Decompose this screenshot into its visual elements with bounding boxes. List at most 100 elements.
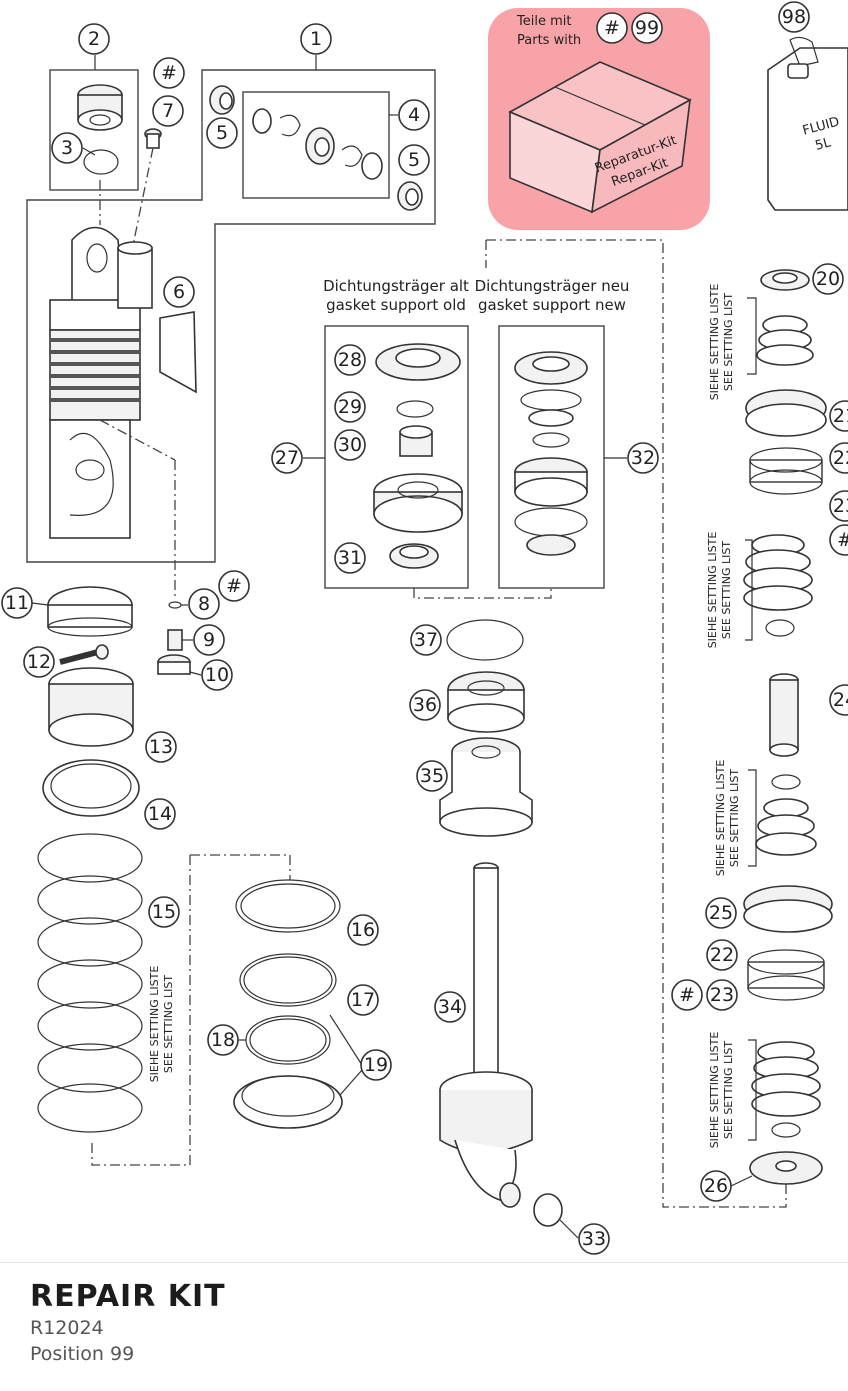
callout-26[interactable]: 26 xyxy=(700,1170,732,1202)
callout-34[interactable]: 34 xyxy=(434,991,466,1023)
clamp-11[interactable] xyxy=(47,586,133,637)
callout-20[interactable]: 20 xyxy=(812,263,844,295)
svg-text:8: 8 xyxy=(198,593,210,615)
callout-hash-8[interactable]: # xyxy=(218,570,250,602)
o-ring-3[interactable] xyxy=(83,149,119,175)
callout-33[interactable]: 33 xyxy=(578,1223,610,1255)
svg-text:28: 28 xyxy=(338,349,362,371)
callout-hash-7[interactable]: # xyxy=(153,57,185,89)
circlip-37[interactable] xyxy=(446,619,524,661)
heat-shield-6[interactable] xyxy=(159,311,197,394)
callout-99[interactable]: 99 xyxy=(631,12,663,44)
callout-10[interactable]: 10 xyxy=(201,659,233,691)
valve-9[interactable] xyxy=(167,629,183,651)
bushing-5-left[interactable] xyxy=(209,85,235,115)
bearing-set[interactable] xyxy=(252,108,383,180)
gasket-support-28[interactable] xyxy=(375,343,461,381)
bushing-33[interactable] xyxy=(499,1182,563,1227)
callout-22[interactable]: 22 xyxy=(829,442,848,474)
washer-26[interactable] xyxy=(749,1151,823,1185)
svg-text:6: 6 xyxy=(173,281,185,303)
callout-25[interactable]: 25 xyxy=(705,897,737,929)
callout-31[interactable]: 31 xyxy=(334,542,366,574)
callout-3[interactable]: 3 xyxy=(51,132,83,164)
callout-27[interactable]: 27 xyxy=(271,442,303,474)
callout-23-lower[interactable]: 23 xyxy=(706,979,738,1011)
callout-24[interactable]: 24 xyxy=(829,684,848,716)
spring-15[interactable] xyxy=(37,833,143,1133)
fluid-can[interactable]: FLUID 5L xyxy=(767,36,848,211)
callout-9[interactable]: 9 xyxy=(193,624,225,656)
bleed-screw-7[interactable] xyxy=(144,128,162,149)
piston-21[interactable] xyxy=(745,389,827,437)
callout-15[interactable]: 15 xyxy=(148,896,180,928)
shim-stack-mid xyxy=(743,534,813,637)
band-22-lower[interactable] xyxy=(747,949,825,1001)
piston-25[interactable] xyxy=(743,885,833,933)
callout-29[interactable]: 29 xyxy=(334,391,366,423)
seal-head-old[interactable] xyxy=(373,473,463,533)
adjuster-nut-13[interactable] xyxy=(48,667,134,747)
svg-text:21: 21 xyxy=(833,405,848,427)
callout-8[interactable]: 8 xyxy=(188,588,220,620)
o-ring-29[interactable] xyxy=(396,400,434,418)
box-gasket-new xyxy=(498,325,605,589)
callout-19[interactable]: 19 xyxy=(360,1049,392,1081)
callout-18[interactable]: 18 xyxy=(207,1024,239,1056)
callout-37[interactable]: 37 xyxy=(410,624,442,656)
callout-28[interactable]: 28 xyxy=(334,344,366,376)
ring-17[interactable] xyxy=(239,953,337,1007)
callout-22-lower[interactable]: 22 xyxy=(706,939,738,971)
valve-body-24[interactable] xyxy=(769,673,799,757)
setting-list-2-line2: SEE SETTING LIST xyxy=(720,541,733,639)
callout-5-right[interactable]: 5 xyxy=(398,144,430,176)
callout-17[interactable]: 17 xyxy=(347,984,379,1016)
bolt-12[interactable] xyxy=(59,644,109,665)
callout-13[interactable]: 13 xyxy=(145,731,177,763)
callout-kit-hash[interactable]: # xyxy=(596,12,628,44)
piston-rod-34[interactable] xyxy=(439,862,533,1201)
shim-stack-low xyxy=(755,774,817,856)
callout-16[interactable]: 16 xyxy=(347,914,379,946)
seal-31[interactable] xyxy=(389,543,439,569)
o-ring-8[interactable] xyxy=(168,601,182,609)
callout-21[interactable]: 21 xyxy=(829,400,848,432)
bushing-5-right[interactable] xyxy=(397,181,423,211)
callout-23[interactable]: 23 xyxy=(829,490,848,522)
svg-text:15: 15 xyxy=(152,901,176,923)
callout-4[interactable]: 4 xyxy=(398,99,430,131)
band-22[interactable] xyxy=(749,447,823,495)
callout-12[interactable]: 12 xyxy=(23,646,55,678)
callout-30[interactable]: 30 xyxy=(334,429,366,461)
svg-text:17: 17 xyxy=(351,989,375,1011)
callout-7[interactable]: 7 xyxy=(152,95,184,127)
ring-14[interactable] xyxy=(42,759,140,817)
callout-14[interactable]: 14 xyxy=(144,798,176,830)
callout-hash-23-top[interactable]: # xyxy=(829,524,848,556)
seat-19[interactable] xyxy=(233,1075,343,1129)
svg-text:22: 22 xyxy=(710,944,734,966)
callout-2[interactable]: 2 xyxy=(78,23,110,55)
callout-hash-23[interactable]: # xyxy=(671,979,703,1011)
gasket-support-new[interactable] xyxy=(514,351,588,556)
callout-1[interactable]: 1 xyxy=(300,23,332,55)
bump-stop-35[interactable] xyxy=(439,737,533,837)
svg-text:20: 20 xyxy=(816,268,840,290)
ring-18[interactable] xyxy=(245,1015,331,1065)
callout-98[interactable]: 98 xyxy=(778,1,810,33)
bushing-30[interactable] xyxy=(399,425,433,457)
callout-35[interactable]: 35 xyxy=(416,760,448,792)
callout-11[interactable]: 11 xyxy=(1,587,33,619)
callout-32[interactable]: 32 xyxy=(627,442,659,474)
reservoir-cap[interactable] xyxy=(77,84,123,131)
seal-head-36[interactable] xyxy=(447,671,525,733)
callout-5-left[interactable]: 5 xyxy=(206,117,238,149)
nut-20[interactable] xyxy=(760,269,810,291)
svg-text:#: # xyxy=(226,575,242,597)
callout-6[interactable]: 6 xyxy=(163,276,195,308)
cap-10[interactable] xyxy=(157,654,191,675)
callout-36[interactable]: 36 xyxy=(409,689,441,721)
svg-text:3: 3 xyxy=(61,137,73,159)
svg-text:23: 23 xyxy=(710,984,734,1006)
washer-16[interactable] xyxy=(235,879,341,933)
